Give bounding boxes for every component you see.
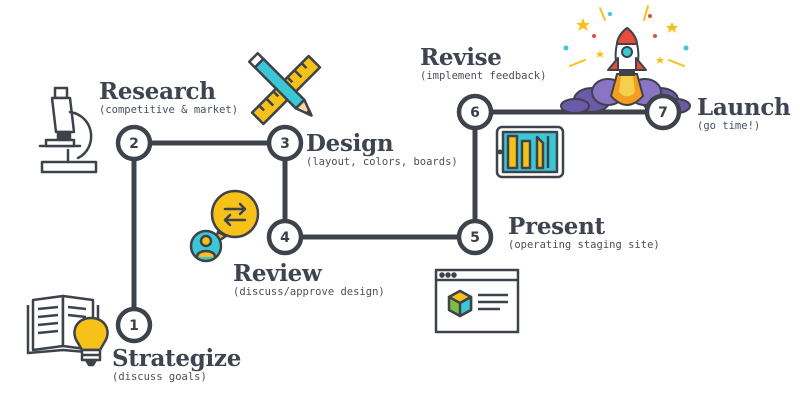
step-title: Revise xyxy=(420,44,502,71)
step-node-2: 2 xyxy=(115,124,153,162)
step-number: 3 xyxy=(280,136,290,152)
browser-window-icon xyxy=(434,268,520,334)
step-label-design: Design (layout, colors, boards) xyxy=(306,132,458,169)
book-lightbulb-icon xyxy=(26,294,109,367)
step-title: Design xyxy=(306,130,394,157)
step-label-review: Review (discuss/approve design) xyxy=(233,262,385,299)
step-label-research: Research (competitive & market) xyxy=(99,80,238,117)
step-subtitle: (competitive & market) xyxy=(99,104,239,116)
step-node-1: 1 xyxy=(115,306,153,344)
step-node-3: 3 xyxy=(266,124,304,162)
step-subtitle: (discuss goals) xyxy=(112,371,207,383)
step-label-strategize: Strategize (discuss goals) xyxy=(112,347,241,384)
step-title: Strategize xyxy=(112,345,242,372)
step-subtitle: (go time!) xyxy=(697,120,761,132)
step-title: Review xyxy=(233,260,322,287)
step-title: Present xyxy=(508,213,605,240)
microscope-icon xyxy=(38,86,98,174)
step-number: 5 xyxy=(470,230,480,246)
step-node-7: 7 xyxy=(644,93,682,131)
step-number: 2 xyxy=(129,136,139,152)
step-node-5: 5 xyxy=(456,218,494,256)
step-number: 4 xyxy=(280,230,290,246)
step-subtitle: (layout, colors, boards) xyxy=(306,156,458,168)
step-number: 7 xyxy=(658,105,668,121)
ruler-pencil-icon xyxy=(247,51,322,126)
step-title: Research xyxy=(99,78,216,105)
step-label-launch: Launch (go time!) xyxy=(697,94,791,133)
step-label-revise: Revise (implement feedback) xyxy=(420,46,546,83)
step-subtitle: (implement feedback) xyxy=(420,70,547,82)
tablet-tools-icon xyxy=(495,125,565,179)
step-node-6: 6 xyxy=(456,93,494,131)
step-subtitle: (operating staging site) xyxy=(508,239,660,251)
step-title: Launch xyxy=(697,94,791,121)
user-chat-icon xyxy=(189,189,260,263)
step-node-4: 4 xyxy=(266,218,304,256)
step-number: 6 xyxy=(470,105,480,121)
step-number: 1 xyxy=(129,318,139,334)
step-label-present: Present (operating staging site) xyxy=(508,215,660,252)
step-subtitle: (discuss/approve design) xyxy=(233,286,385,298)
